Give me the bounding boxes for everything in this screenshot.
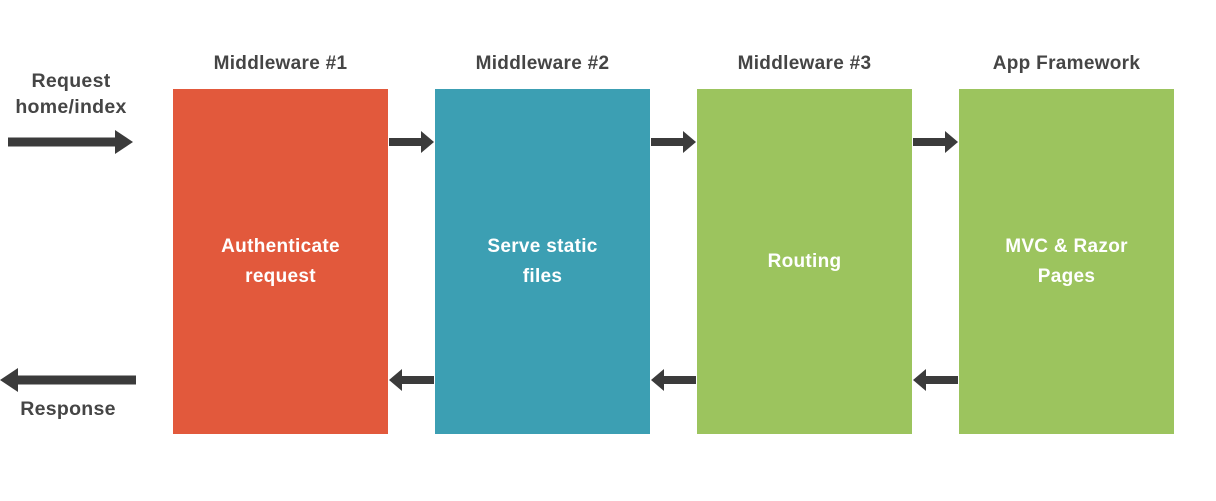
box-label-line: MVC & Razor: [1005, 235, 1128, 257]
box-authenticate-request: Authenticate request: [173, 89, 388, 434]
pipeline-arrow-left-icon: [913, 368, 958, 392]
box-label-line: Routing: [767, 250, 842, 272]
box-label-line: Authenticate: [221, 235, 340, 257]
response-label: Response: [20, 398, 116, 420]
box-label-line: files: [522, 265, 563, 287]
header-middleware-1: Middleware #1: [213, 53, 348, 74]
box-label-line: Pages: [1037, 265, 1096, 287]
request-label-line1: Request: [31, 70, 111, 92]
box-mvc-razor-pages: MVC & Razor Pages: [959, 89, 1174, 434]
request-arrow-icon: [8, 129, 133, 155]
request-label-line2: home/index: [15, 96, 127, 118]
header-app-framework: App Framework: [992, 53, 1141, 74]
pipeline-arrow-left-icon: [651, 368, 696, 392]
pipeline-arrow-right-icon: [913, 130, 958, 154]
header-middleware-3: Middleware #3: [737, 53, 872, 74]
box-routing: Routing: [697, 89, 912, 434]
box-label-line: Serve static: [487, 235, 598, 257]
pipeline-arrow-left-icon: [389, 368, 434, 392]
request-label: Request home/index: [0, 68, 142, 120]
header-middleware-2: Middleware #2: [475, 53, 610, 74]
pipeline-arrow-right-icon: [389, 130, 434, 154]
box-serve-static-files: Serve static files: [435, 89, 650, 434]
box-label-line: request: [245, 265, 316, 287]
response-arrow-icon: [0, 367, 136, 393]
pipeline-arrow-right-icon: [651, 130, 696, 154]
